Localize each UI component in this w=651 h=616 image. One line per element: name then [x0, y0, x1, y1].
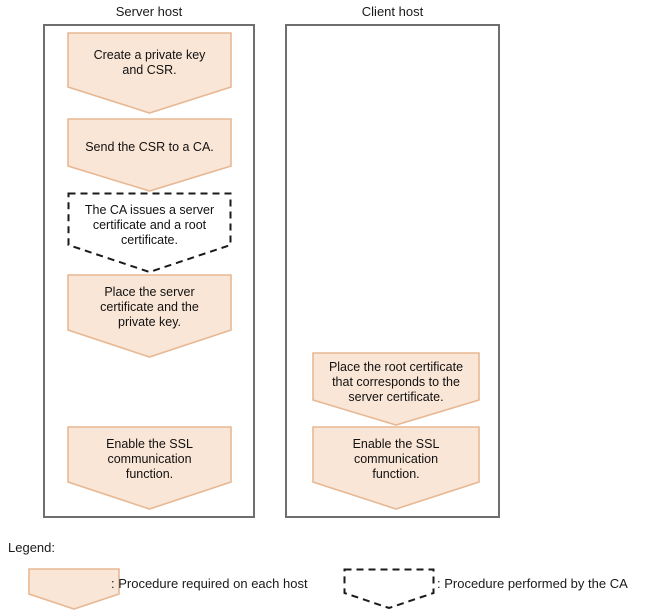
step-place-root-certificate[interactable]: Place the root certificate that correspo…: [312, 352, 480, 426]
host-container-server: [43, 24, 255, 518]
pentagon-shape-icon: [67, 426, 232, 510]
pentagon-shape-icon: [312, 426, 480, 510]
host-container-client: [285, 24, 500, 518]
legend-swatch-dashed: [343, 568, 435, 610]
step-send-csr-to-ca[interactable]: Send the CSR to a CA.: [67, 118, 232, 192]
legend-label-dashed: : Procedure performed by the CA: [437, 576, 628, 591]
step-ca-issues-certificates[interactable]: The CA issues a server certificate and a…: [67, 192, 232, 274]
pentagon-shape-icon: [28, 568, 120, 610]
pentagon-shape-dashed-icon: [67, 192, 232, 274]
legend-swatch-solid: [28, 568, 120, 610]
step-enable-ssl-server[interactable]: Enable the SSL communication function.: [67, 426, 232, 510]
pentagon-shape-icon: [67, 118, 232, 192]
legend-label-solid: : Procedure required on each host: [111, 576, 308, 591]
legend-title: Legend:: [8, 540, 55, 555]
step-create-private-key-and-csr[interactable]: Create a private key and CSR.: [67, 32, 232, 114]
pentagon-shape-icon: [67, 274, 232, 358]
pentagon-shape-icon: [312, 352, 480, 426]
column-title-client-host: Client host: [361, 4, 424, 19]
column-title-server-host: Server host: [115, 4, 183, 19]
step-place-server-certificate[interactable]: Place the server certificate and the pri…: [67, 274, 232, 358]
step-enable-ssl-client[interactable]: Enable the SSL communication function.: [312, 426, 480, 510]
pentagon-shape-dashed-icon: [343, 568, 435, 610]
pentagon-shape-icon: [67, 32, 232, 114]
